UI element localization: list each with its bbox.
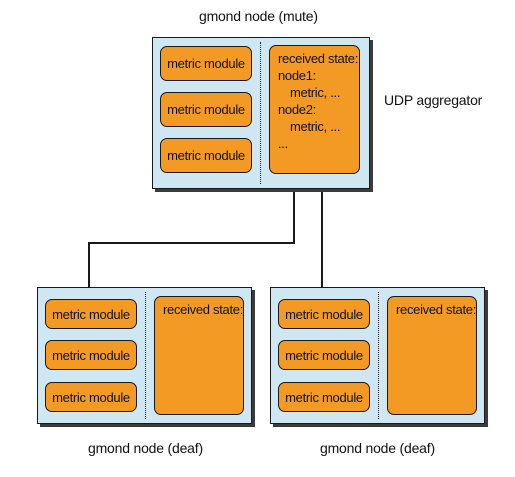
metric-module: metric module — [160, 92, 252, 127]
received-state-panel: received state: node1: metric, ... node2… — [269, 45, 360, 174]
bottom-right-node-caption: gmond node (deaf) — [320, 440, 435, 456]
state-node1-metric: metric, ... — [290, 85, 341, 100]
metric-module: metric module — [278, 299, 370, 329]
state-node2: node2: — [278, 102, 316, 117]
received-state-panel: received state: — [154, 296, 244, 415]
received-state-panel: received state: — [387, 296, 477, 415]
node-divider — [260, 42, 261, 184]
top-node-caption: gmond node (mute) — [199, 8, 318, 24]
deaf-node-right: metric module metric module metric modul… — [270, 287, 485, 424]
node-divider — [145, 292, 146, 419]
state-ellipsis: ... — [278, 136, 288, 151]
left-node-to-aggregator-arrow — [88, 172, 304, 287]
metric-module: metric module — [160, 138, 252, 173]
node-divider — [378, 292, 379, 419]
metric-module: metric module — [278, 340, 370, 370]
udp-aggregator-label: UDP aggregator — [384, 92, 483, 108]
metric-module: metric module — [278, 382, 370, 412]
metric-module: metric module — [45, 382, 137, 412]
state-title: received state: — [163, 302, 244, 317]
metric-module: metric module — [45, 340, 137, 370]
state-title: received state: — [396, 302, 477, 317]
state-node2-metric: metric, ... — [290, 119, 341, 134]
state-title: received state: — [278, 51, 359, 66]
metric-module: metric module — [160, 46, 252, 81]
aggregator-node: metric module metric module metric modul… — [152, 37, 370, 189]
metric-module: metric module — [45, 299, 137, 329]
state-node1: node1: — [278, 68, 316, 83]
deaf-node-left: metric module metric module metric modul… — [37, 287, 252, 424]
bottom-left-node-caption: gmond node (deaf) — [88, 440, 203, 456]
